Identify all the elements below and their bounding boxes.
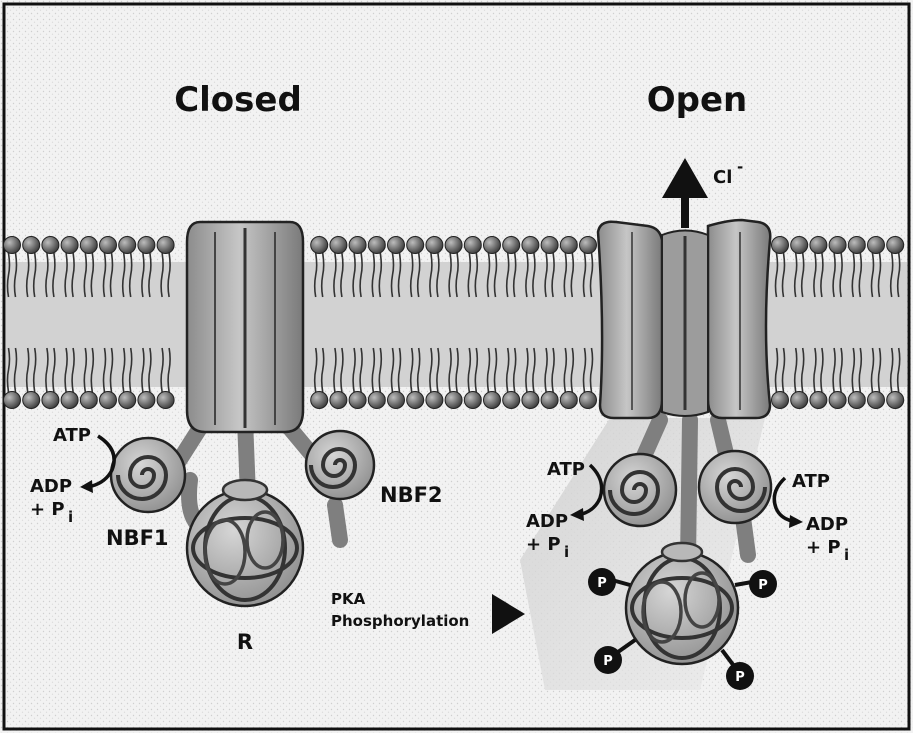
lipid-head [42,237,59,254]
lipid-head [119,237,136,254]
lipid-head [445,237,462,254]
lipid-head [580,392,597,409]
lipid-head [887,237,904,254]
nbf1-label: NBF1 [106,526,169,550]
phosphorylation-label: Phosphorylation [331,612,469,630]
lipid-head [541,392,558,409]
closed-linker-nbf2-tail [335,505,340,540]
lipid-head [848,392,865,409]
lipid-head [426,237,443,254]
lipid-head [349,237,366,254]
lipid-head [868,392,885,409]
lipid-head [100,392,117,409]
closed-atp-label: ATP [53,425,91,446]
cl-ion-charge: - [737,158,743,176]
lipid-head [426,392,443,409]
lipid-head [829,237,846,254]
lipid-head [330,237,347,254]
open-right-atp-label: ATP [792,471,830,492]
open-left-pi-subscript: i [564,543,569,561]
lipid-head [23,237,40,254]
lipid-head [407,392,424,409]
lipid-head [560,237,577,254]
lipid-head [42,392,59,409]
cl-ion-label: Cl [713,167,732,188]
r-domain-label: R [237,630,253,654]
open-right-pi-label: + P [806,537,841,558]
phosphate-label-2: P [758,578,768,593]
closed-nbf1-domain [111,438,185,512]
lipid-head [80,392,97,409]
lipid-head [388,392,405,409]
open-right-pi-subscript: i [844,546,849,564]
open-linker-center [688,420,690,560]
open-title: Open [647,80,748,120]
lipid-head [100,237,117,254]
lipid-head [772,392,789,409]
lipid-head [311,392,328,409]
lipid-head [349,392,366,409]
lipid-head [772,237,789,254]
lipid-head [848,237,865,254]
open-nbf1-domain [604,454,676,526]
lipid-head [388,237,405,254]
lipid-head [810,392,827,409]
lipid-head [330,392,347,409]
lipid-head [464,237,481,254]
phosphate-label-3: P [603,654,613,669]
closed-pi-label: + P [30,499,65,520]
lipid-head [61,392,78,409]
lipid-head [311,237,328,254]
lipid-head [810,237,827,254]
lipid-head [503,237,520,254]
closed-nbf2-domain [306,431,374,499]
phosphate-label-1: P [597,576,607,591]
lipid-head [119,392,136,409]
lipid-head [484,237,501,254]
lipid-head [61,237,78,254]
lipid-head [868,237,885,254]
closed-pi-subscript: i [68,508,73,526]
lipid-head [23,392,40,409]
pka-label: PKA [331,590,366,608]
lipid-head [157,392,174,409]
open-left-adp-label: ADP [526,511,568,532]
lipid-head [138,392,155,409]
lipid-head [503,392,520,409]
open-right-adp-label: ADP [806,514,848,535]
lipid-head [791,392,808,409]
lipid-head [80,237,97,254]
lipid-head [887,392,904,409]
closed-adp-label: ADP [30,476,72,497]
lipid-head [829,392,846,409]
open-nbf2-domain [699,451,771,523]
lipid-head [4,237,21,254]
open-left-atp-label: ATP [547,459,585,480]
open-left-pi-label: + P [526,534,561,555]
lipid-head [560,392,577,409]
open-tm-left-half [598,222,662,418]
lipid-head [445,392,462,409]
lipid-head [522,237,539,254]
lipid-head [464,392,481,409]
nbf2-label: NBF2 [380,483,443,507]
lipid-head [541,237,558,254]
lipid-head [4,392,21,409]
lipid-head [157,237,174,254]
lipid-head [138,237,155,254]
lipid-bilayer [4,237,908,409]
lipid-head [484,392,501,409]
lipid-head [522,392,539,409]
lipid-head [368,237,385,254]
lipid-head [407,237,424,254]
closed-title: Closed [174,80,302,120]
phosphate-label-4: P [735,670,745,685]
lipid-head [580,237,597,254]
lipid-head [791,237,808,254]
lipid-head [368,392,385,409]
